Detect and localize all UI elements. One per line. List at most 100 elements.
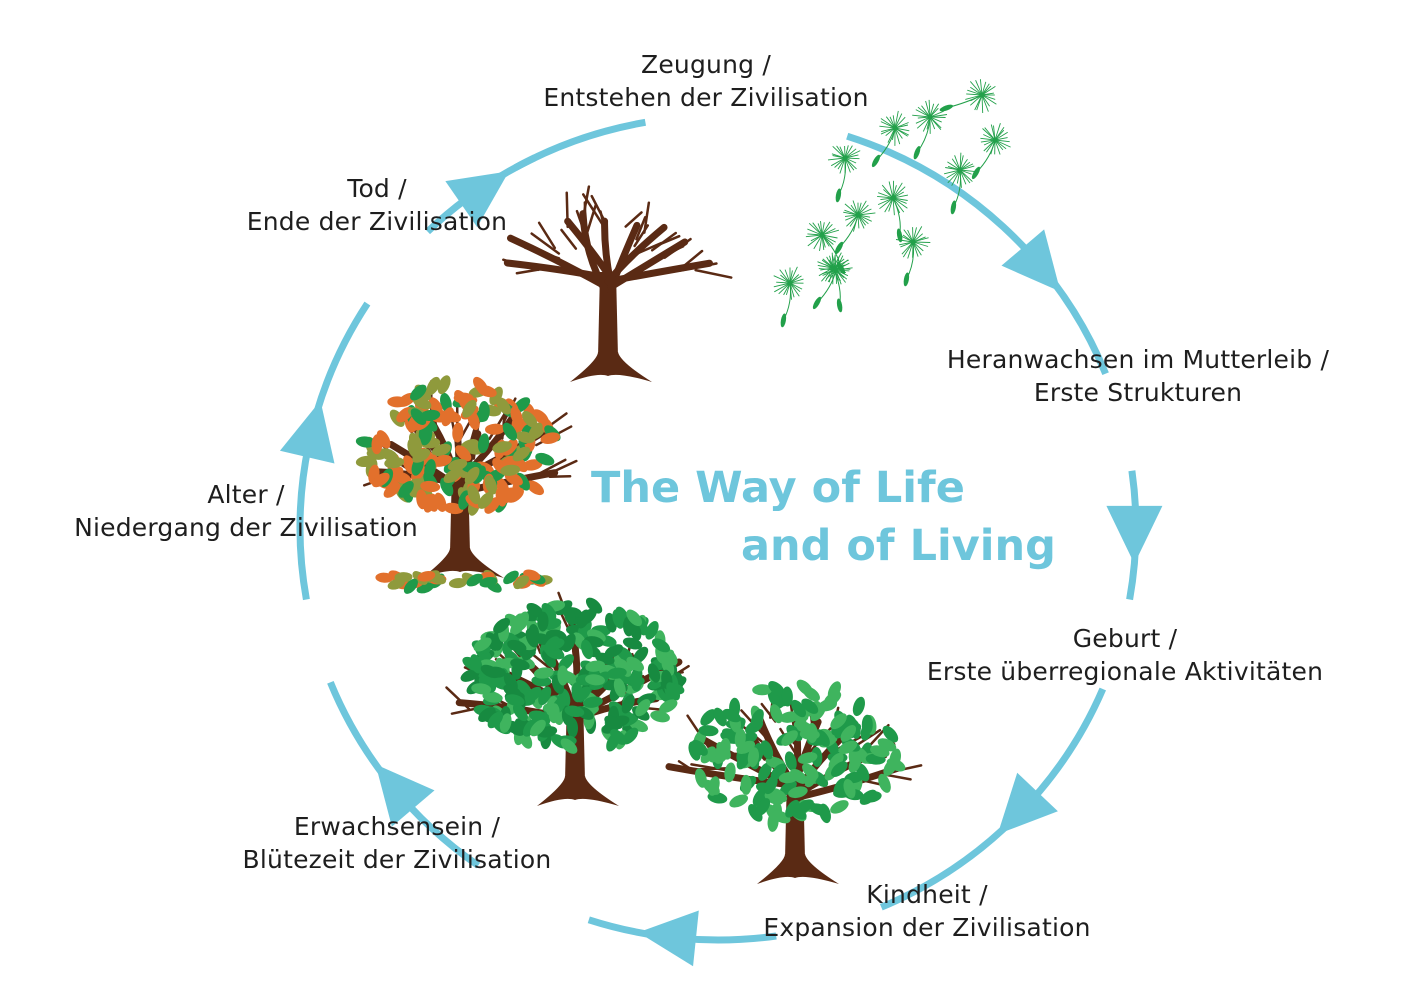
tree-leaf xyxy=(423,494,443,506)
tree-leaf xyxy=(791,699,807,718)
tree-twig xyxy=(530,232,561,255)
seed-filament xyxy=(915,116,931,124)
seed-filament xyxy=(925,100,931,118)
tree-leaf xyxy=(707,776,720,796)
tree-twig xyxy=(650,231,678,252)
tree-twig xyxy=(515,266,552,275)
tree-leaf xyxy=(410,384,427,401)
tree-leaf xyxy=(583,696,603,708)
tree-leaf xyxy=(525,628,539,648)
seed-filament xyxy=(907,241,914,259)
seed-filament xyxy=(984,127,996,141)
tree-leaf xyxy=(478,707,496,722)
tree-leaf xyxy=(510,406,523,426)
tree-twig xyxy=(677,249,704,272)
seed-filament xyxy=(901,241,914,255)
stage-description: Entstehen der Zivilisation xyxy=(543,83,869,112)
tree-leaf xyxy=(462,399,477,418)
tree-leaf xyxy=(437,375,451,395)
tree-twig xyxy=(575,209,591,247)
tree-leaf xyxy=(729,794,749,808)
tree-leaf xyxy=(700,746,716,764)
tree-leaf xyxy=(540,432,561,444)
stage-description: Erste Strukturen xyxy=(1033,378,1243,407)
seed-filament xyxy=(852,200,859,216)
tree-leaf xyxy=(606,667,627,679)
tree-leaf xyxy=(613,677,626,698)
seed-body xyxy=(903,272,910,287)
seed-filament xyxy=(946,169,961,179)
cycle-arrowhead-icon xyxy=(445,171,509,228)
tree-leaf xyxy=(452,422,464,443)
tree-leaf xyxy=(840,725,857,742)
seed-filament xyxy=(844,157,857,170)
tree-leaf xyxy=(383,482,401,498)
tree-twig xyxy=(539,458,567,475)
tree-leaf xyxy=(545,629,566,641)
tree-leaf xyxy=(882,725,899,743)
tree-leaf xyxy=(355,455,376,468)
seed-filament xyxy=(884,197,894,213)
seed-filament xyxy=(835,259,849,271)
tree-leaf xyxy=(470,654,483,674)
seed-filament xyxy=(959,152,962,171)
tree-leaf xyxy=(526,480,544,496)
seed-filament xyxy=(844,157,855,171)
tree-leaf xyxy=(870,745,890,758)
stage-description: Ende der Zivilisation xyxy=(246,207,508,236)
stage-name: Erwachsensein / xyxy=(293,812,501,841)
dandelion-seed xyxy=(871,110,910,168)
seed-filament xyxy=(892,180,895,199)
seed-filament xyxy=(839,157,846,174)
seed-filament xyxy=(912,241,919,257)
seed-filament xyxy=(970,94,983,106)
seed-filament xyxy=(912,114,931,118)
seed-filament xyxy=(789,282,800,297)
seed-filament xyxy=(929,103,940,118)
tree-leaf xyxy=(647,663,661,683)
dandelion-seed xyxy=(939,79,997,114)
tree-twig xyxy=(549,459,578,475)
stage-label-birth: Geburt / Erste überregionale Aktivitäten xyxy=(895,622,1355,688)
tree-leaf xyxy=(621,694,635,714)
seed-body xyxy=(913,146,921,160)
tree-twig xyxy=(445,686,471,711)
tree-leaf xyxy=(355,436,376,448)
stage-label-adulthood: Erwachsensein / Blütezeit der Zivilisati… xyxy=(212,810,582,876)
seed-filament xyxy=(812,222,823,236)
cycle-arrowhead-icon xyxy=(1001,229,1061,292)
tree-leaf xyxy=(529,719,546,737)
tree-leaf xyxy=(778,771,799,784)
dandelion-seed xyxy=(912,99,948,160)
seed-filament xyxy=(912,241,922,256)
autumn-tree-icon xyxy=(355,375,578,594)
seed-filament xyxy=(808,222,823,236)
seed-filament xyxy=(779,269,791,284)
seed-filament xyxy=(844,157,851,173)
cycle-arrowhead-icon xyxy=(638,910,699,967)
stage-description: Expansion der Zivilisation xyxy=(763,913,1091,942)
tree-leaf xyxy=(585,597,603,614)
seed-filament xyxy=(947,169,961,184)
young-tree-icon xyxy=(665,679,923,884)
tree-leaf xyxy=(447,458,468,472)
tree-leaf xyxy=(645,621,659,640)
tree-leaf xyxy=(779,780,797,796)
seed-filament xyxy=(902,241,914,258)
tree-branch xyxy=(579,210,611,298)
seed-filament xyxy=(832,252,842,269)
tree-twig xyxy=(643,201,651,234)
seed-filament xyxy=(821,234,825,250)
seed-filament xyxy=(821,234,836,243)
stage-name: Geburt / xyxy=(1072,624,1178,653)
tree-leaf xyxy=(656,685,672,703)
stage-name: Tod / xyxy=(347,174,407,203)
tree-leaf xyxy=(416,489,428,510)
seed-body xyxy=(812,296,822,310)
seed-filament xyxy=(903,229,914,243)
tree-twig xyxy=(663,237,692,259)
tree-twig xyxy=(502,258,540,272)
tree-leaf xyxy=(499,713,512,733)
tree-leaf xyxy=(886,758,906,772)
